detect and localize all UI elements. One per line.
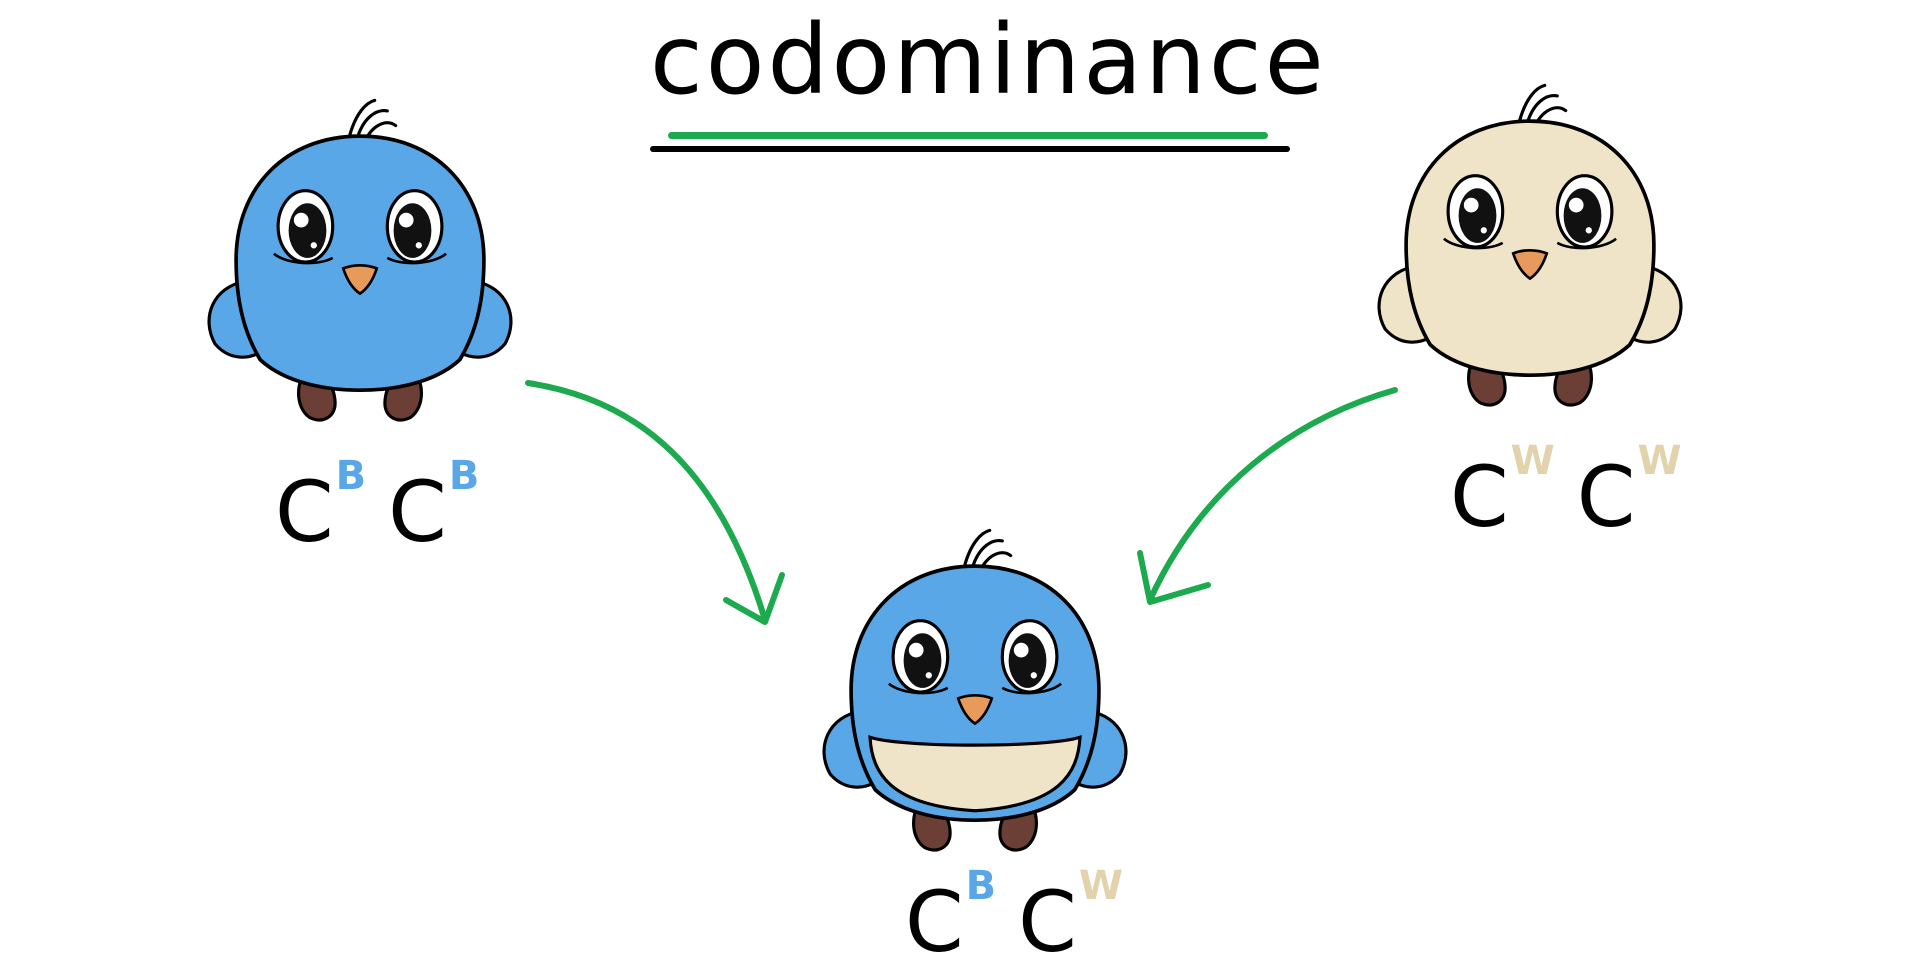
allele-sup-1: B <box>965 863 997 909</box>
arrowhead-from-blue-parent <box>723 572 785 625</box>
allele-sup-2: W <box>1078 863 1123 909</box>
title-underline-black <box>650 146 1290 152</box>
allele-sup-2: W <box>1637 438 1682 484</box>
allele-base-1: C <box>1450 448 1509 546</box>
allele-base-2: C <box>1576 448 1636 546</box>
white-parent-bird <box>1377 83 1683 407</box>
allele-sup-1: W <box>1510 438 1555 484</box>
arrow-from-blue-parent <box>525 380 768 623</box>
allele-sup-2: B <box>448 453 480 499</box>
blue-parent-bird <box>207 98 513 422</box>
allele-base-1: C <box>275 463 334 561</box>
title-underline-green <box>668 132 1268 139</box>
allele-base-1: C <box>905 873 964 971</box>
offspring-bird <box>822 528 1128 852</box>
allele-sup-1: B <box>335 453 367 499</box>
diagram-title: codominance <box>650 4 1327 116</box>
allele-base-2: C <box>388 463 447 561</box>
allele-base-2: C <box>1018 873 1077 971</box>
arrowhead-from-white-parent <box>1137 550 1211 605</box>
arrow-from-white-parent <box>1147 387 1398 603</box>
